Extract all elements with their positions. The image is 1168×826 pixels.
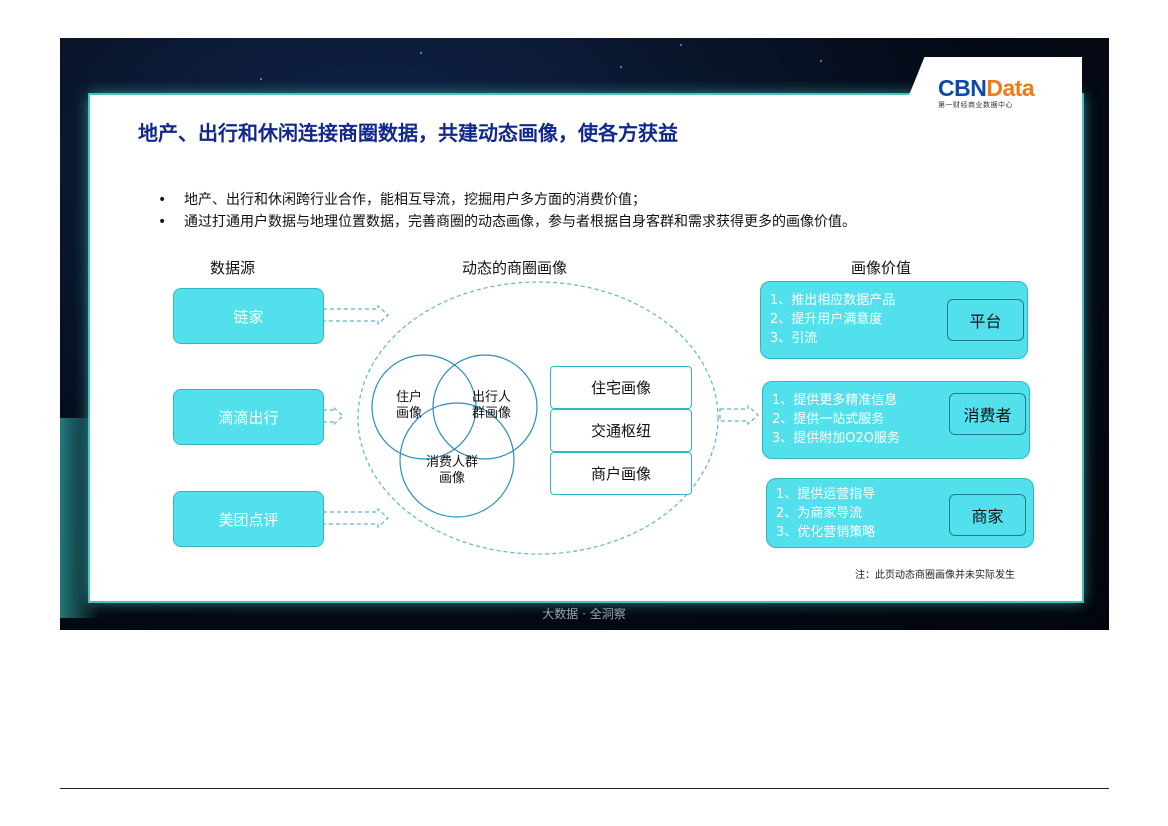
bullet-text: 通过打通用户数据与地理位置数据，完善商圈的动态画像，参与者根据自身客群和需求获得… bbox=[184, 214, 856, 230]
value-box-merchant: 1、提供运营指导 2、为商家导流 3、优化营销策略 商家 bbox=[766, 478, 1034, 548]
star-decoration bbox=[260, 78, 262, 80]
venn-label-travel: 出行人群画像 bbox=[472, 390, 512, 421]
value-tag-consumer: 消费者 bbox=[949, 393, 1026, 435]
venn-circle-travel bbox=[432, 354, 538, 460]
logo-tab bbox=[908, 57, 1082, 97]
value-box-platform: 1、推出相应数据产品 2、提升用户满意度 3、引流 平台 bbox=[760, 281, 1028, 359]
venn-label-residence: 住户画像 bbox=[396, 390, 423, 421]
bullet-list: • 地产、出行和休闲跨行业合作，能相互导流，挖掘用户多方面的消费价值； • 通过打通… bbox=[158, 189, 856, 233]
cbndata-logo: CBNData 第一财经商业数据中心 bbox=[938, 75, 1035, 110]
footer-slogan: 大数据 · 全洞察 bbox=[542, 607, 626, 621]
bullet-dot: • bbox=[158, 192, 167, 208]
star-decoration bbox=[820, 60, 822, 62]
bullet-item: • 通过打通用户数据与地理位置数据，完善商圈的动态画像，参与者根据自身客群和需求获… bbox=[158, 211, 856, 233]
logo-brand-main: CBN bbox=[938, 75, 987, 101]
value-lines: 1、提供更多精准信息 2、提供一站式服务 3、提供附加O2O服务 bbox=[772, 393, 901, 446]
header-dynamic-portrait: 动态的商圈画像 bbox=[462, 259, 568, 277]
star-decoration bbox=[420, 52, 422, 54]
bottom-divider bbox=[60, 788, 1109, 789]
portrait-box-merchant: 商户画像 bbox=[550, 452, 692, 495]
source-box-meituan: 美团点评 bbox=[173, 491, 324, 547]
star-decoration bbox=[620, 66, 622, 68]
arrow-to-values bbox=[719, 404, 759, 426]
bullet-item: • 地产、出行和休闲跨行业合作，能相互导流，挖掘用户多方面的消费价值； bbox=[158, 189, 856, 211]
portrait-box-residential: 住宅画像 bbox=[550, 366, 692, 409]
venn-circle-residence bbox=[371, 354, 477, 460]
value-box-consumer: 1、提供更多精准信息 2、提供一站式服务 3、提供附加O2O服务 消费者 bbox=[762, 381, 1030, 459]
star-decoration bbox=[680, 44, 682, 46]
value-lines: 1、推出相应数据产品 2、提升用户满意度 3、引流 bbox=[770, 293, 896, 346]
arrow-from-lianjia bbox=[322, 304, 389, 326]
source-box-lianjia: 链家 bbox=[173, 288, 324, 344]
value-lines: 1、提供运营指导 2、为商家导流 3、优化营销策略 bbox=[776, 487, 876, 540]
venn-label-consumer: 消费人群画像 bbox=[426, 455, 479, 486]
venn-circle-consumer bbox=[399, 402, 515, 518]
footnote: 注：此页动态商圈画像并未实际发生 bbox=[855, 570, 1015, 581]
source-box-didi: 滴滴出行 bbox=[173, 389, 324, 445]
bullet-text: 地产、出行和休闲跨行业合作，能相互导流，挖掘用户多方面的消费价值； bbox=[184, 192, 646, 208]
value-tag-merchant: 商家 bbox=[949, 494, 1026, 536]
slide-title: 地产、出行和休闲连接商圈数据，共建动态画像，使各方获益 bbox=[138, 121, 678, 145]
value-tag-platform: 平台 bbox=[947, 299, 1024, 341]
dynamic-circle-outline bbox=[357, 281, 719, 555]
bullet-dot: • bbox=[158, 214, 167, 230]
portrait-box-transport: 交通枢纽 bbox=[550, 409, 692, 452]
arrow-from-meituan bbox=[322, 507, 389, 529]
arrow-from-didi bbox=[322, 405, 344, 427]
header-portrait-value: 画像价值 bbox=[851, 259, 912, 277]
logo-subtitle: 第一财经商业数据中心 bbox=[938, 101, 1013, 109]
header-data-sources: 数据源 bbox=[210, 259, 256, 277]
logo-brand-accent: Data bbox=[986, 75, 1035, 101]
